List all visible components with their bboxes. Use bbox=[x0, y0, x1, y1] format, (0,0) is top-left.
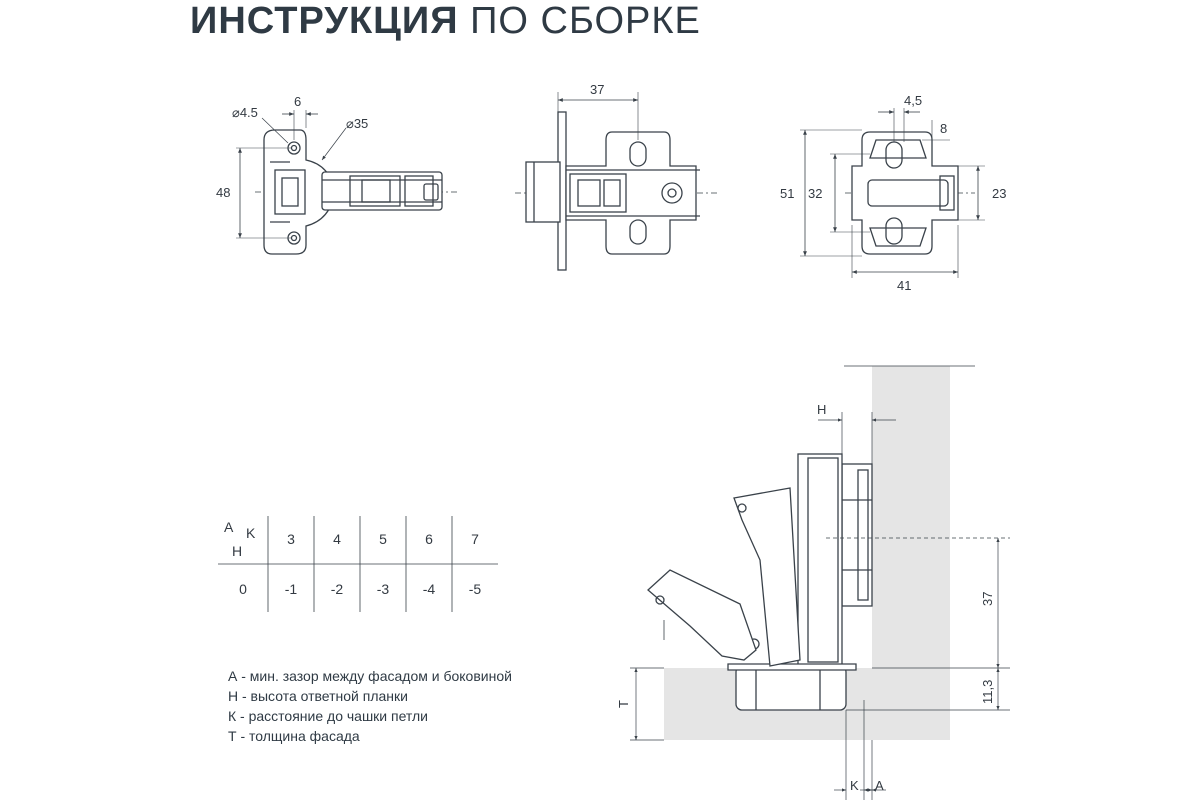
table-header-cell: 5 bbox=[379, 531, 387, 547]
legend-item-a: А - мин. зазор между фасадом и боковиной bbox=[228, 668, 512, 684]
dim-height-23: 23 bbox=[992, 186, 1006, 201]
page-title: ИНСТРУКЦИЯ ПО СБОРКЕ bbox=[190, 0, 701, 44]
table-corner-h: H bbox=[232, 543, 242, 559]
legend: А - мин. зазор между фасадом и боковиной… bbox=[228, 666, 512, 746]
table-cell: -4 bbox=[423, 581, 436, 597]
dim-A: A bbox=[875, 778, 884, 793]
table-cell: -5 bbox=[469, 581, 482, 597]
dim-height-51: 51 bbox=[780, 186, 794, 201]
dim-width-41: 41 bbox=[897, 278, 911, 293]
dim-offset-8: 8 bbox=[940, 121, 947, 136]
dim-offset-6: 6 bbox=[294, 94, 301, 109]
table-cell: -1 bbox=[285, 581, 298, 597]
dim-H: H bbox=[817, 402, 826, 417]
dim-hole-45: 4,5 bbox=[904, 93, 922, 108]
table-header-cell: 3 bbox=[287, 531, 295, 547]
section-view bbox=[630, 365, 1010, 800]
legend-item-k: К - расстояние до чашки петли bbox=[228, 708, 429, 724]
hinge-view-top bbox=[236, 110, 460, 255]
mounting-plate-view bbox=[800, 108, 985, 278]
table-row-label: 0 bbox=[239, 581, 247, 597]
dim-height-32: 32 bbox=[808, 186, 822, 201]
dim-T: T bbox=[616, 700, 631, 708]
dim-11-3-vertical: 11,3 bbox=[980, 680, 995, 704]
gap-table: A K H 3 4 5 6 7 0 -1 -2 -3 -4 -5 bbox=[218, 516, 498, 612]
table-header-cell: 6 bbox=[425, 531, 433, 547]
dim-37-vertical: 37 bbox=[980, 592, 995, 606]
table-corner-a: A bbox=[224, 519, 234, 535]
table-header-cell: 7 bbox=[471, 531, 479, 547]
dim-width-37: 37 bbox=[590, 82, 604, 97]
title-bold: ИНСТРУКЦИЯ bbox=[190, 0, 459, 42]
hinge-view-side bbox=[515, 92, 720, 271]
dim-diameter-small: ⌀4.5 bbox=[232, 105, 258, 120]
title-normal: ПО СБОРКЕ bbox=[470, 0, 701, 42]
dim-K: K bbox=[850, 778, 859, 793]
table-cell: -2 bbox=[331, 581, 344, 597]
table-cell: -3 bbox=[377, 581, 390, 597]
dim-diameter-large: ⌀35 bbox=[346, 116, 368, 131]
legend-item-t: Т - толщина фасада bbox=[228, 728, 360, 744]
dim-height-48: 48 bbox=[216, 185, 230, 200]
legend-item-h: Н - высота ответной планки bbox=[228, 688, 408, 704]
table-header-cell: 4 bbox=[333, 531, 341, 547]
table-corner-k: K bbox=[246, 525, 256, 541]
